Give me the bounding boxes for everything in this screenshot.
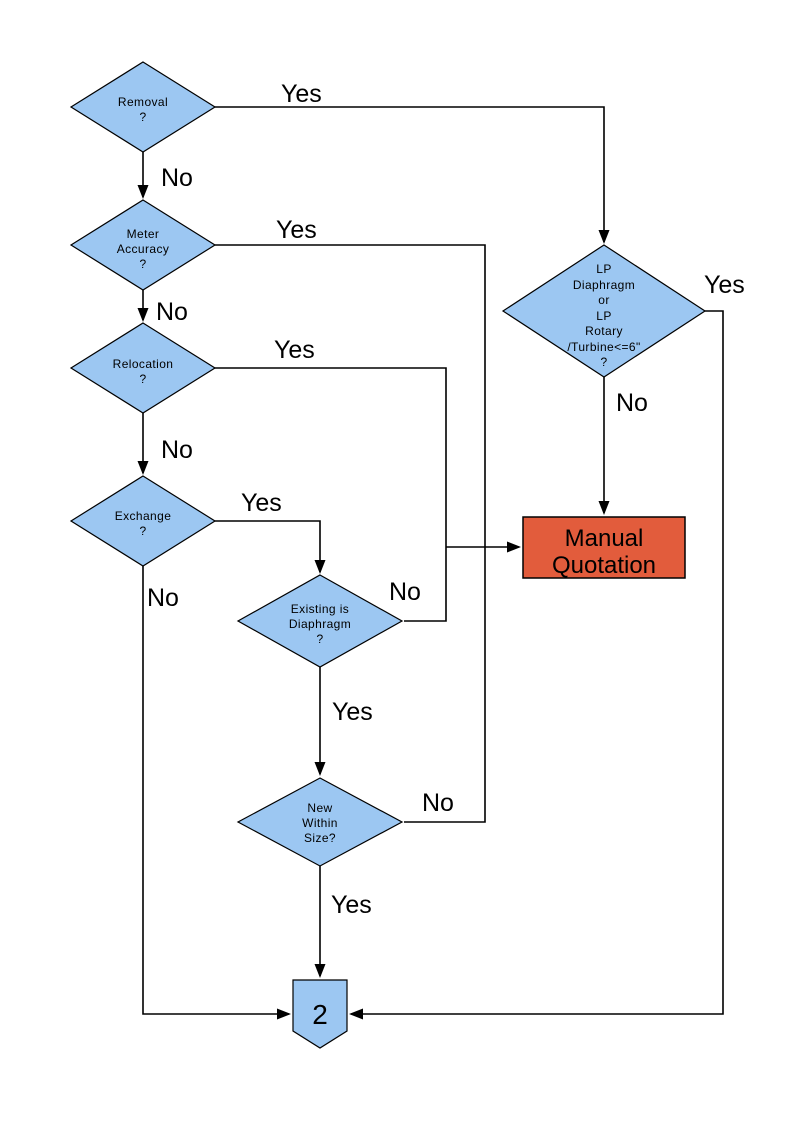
label-lp-no: No bbox=[616, 389, 648, 417]
manual-quotation-rect bbox=[522, 516, 686, 579]
label-relocation-no: No bbox=[161, 436, 193, 464]
lp-label-line5: Rotary bbox=[585, 324, 623, 338]
edge-exchange-no bbox=[142, 566, 291, 1020]
label-new-within-size-no: No bbox=[422, 789, 454, 817]
label-exchange-yes: Yes bbox=[241, 489, 282, 517]
meter-accuracy-label-line2: Accuracy bbox=[117, 242, 170, 256]
existing-label-line1: Existing is bbox=[291, 602, 349, 616]
label-lp-yes: Yes bbox=[704, 271, 745, 299]
node-existing-is-diaphragm: Existing is Diaphragm ? bbox=[236, 574, 404, 668]
node-relocation: Relocation ? bbox=[69, 322, 217, 414]
edge-exchange-yes bbox=[215, 520, 326, 574]
lp-label-line4: LP bbox=[596, 309, 611, 323]
edge-relocation-yes-and-existing-no bbox=[215, 367, 447, 622]
label-meter-accuracy-no: No bbox=[156, 298, 188, 326]
lp-label-line2: Diaphragm bbox=[573, 278, 635, 292]
node-offpage-connector-2: 2 bbox=[292, 979, 348, 1049]
removal-label-line1: Removal bbox=[118, 95, 168, 109]
label-relocation-yes: Yes bbox=[274, 336, 315, 364]
new-within-size-label-line2: Within bbox=[302, 816, 338, 830]
relocation-diamond bbox=[69, 322, 217, 414]
meter-accuracy-label-line3: ? bbox=[139, 257, 146, 271]
node-meter-accuracy: Meter Accuracy ? bbox=[69, 199, 217, 291]
removal-label-line2: ? bbox=[139, 110, 146, 124]
removal-diamond bbox=[69, 61, 217, 153]
manual-quotation-label-line1: Manual bbox=[565, 525, 644, 552]
existing-is-diaphragm-diamond bbox=[236, 574, 404, 668]
offpage-connector-shape bbox=[292, 979, 348, 1049]
label-existing-no: No bbox=[389, 578, 421, 606]
label-removal-yes: Yes bbox=[281, 80, 322, 108]
edge-lp-yes bbox=[349, 310, 724, 1020]
offpage-connector-label: 2 bbox=[312, 999, 328, 1030]
exchange-label-line1: Exchange bbox=[115, 509, 172, 523]
relocation-label-line2: ? bbox=[139, 372, 146, 386]
new-within-size-label-line3: Size? bbox=[304, 831, 336, 845]
lp-diamond bbox=[501, 244, 707, 378]
label-new-within-size-yes: Yes bbox=[331, 891, 372, 919]
existing-label-line3: ? bbox=[316, 632, 323, 646]
label-existing-yes: Yes bbox=[332, 698, 373, 726]
relocation-label-line1: Relocation bbox=[113, 357, 174, 371]
exchange-label-line2: ? bbox=[139, 524, 146, 538]
node-exchange: Exchange ? bbox=[69, 475, 217, 567]
lp-label-line3: or bbox=[598, 293, 609, 307]
meter-accuracy-diamond bbox=[69, 199, 217, 291]
label-exchange-no: No bbox=[147, 584, 179, 612]
lp-label-line7: ? bbox=[600, 355, 607, 369]
label-removal-no: No bbox=[161, 164, 193, 192]
lp-label-line6: /Turbine<=6" bbox=[567, 340, 640, 354]
node-removal: Removal ? bbox=[69, 61, 217, 153]
new-within-size-diamond bbox=[236, 777, 404, 867]
new-within-size-label-line1: New bbox=[307, 801, 332, 815]
existing-label-line2: Diaphragm bbox=[289, 617, 351, 631]
lp-label-line1: LP bbox=[596, 262, 611, 276]
meter-accuracy-label-line1: Meter bbox=[127, 227, 160, 241]
edge-meter-accuracy-yes-and-new-no bbox=[215, 244, 486, 823]
node-manual-quotation: Manual Quotation bbox=[522, 516, 686, 579]
manual-quotation-label-line2: Quotation bbox=[552, 552, 656, 579]
label-meter-accuracy-yes: Yes bbox=[276, 216, 317, 244]
exchange-diamond bbox=[69, 475, 217, 567]
node-new-within-size: New Within Size? bbox=[236, 777, 404, 867]
edge-removal-yes bbox=[215, 106, 610, 244]
node-lp-diaphragm-rotary-turbine: LP Diaphragm or LP Rotary /Turbine<=6" ? bbox=[501, 244, 707, 378]
